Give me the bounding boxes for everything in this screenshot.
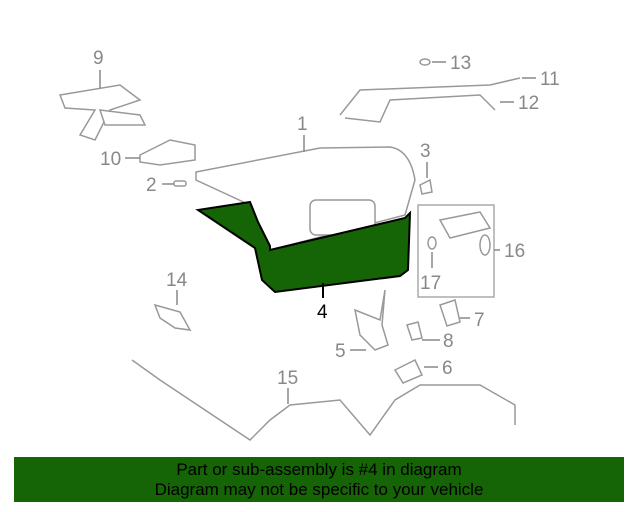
callout-7[interactable]: 7 bbox=[474, 310, 485, 331]
callout-5[interactable]: 5 bbox=[335, 341, 346, 362]
part-5-latch[interactable] bbox=[353, 289, 389, 351]
callout-13[interactable]: 13 bbox=[450, 53, 471, 74]
part-2[interactable] bbox=[173, 180, 187, 187]
callout-2[interactable]: 2 bbox=[146, 175, 157, 196]
callout-8[interactable]: 8 bbox=[443, 331, 454, 352]
part-3[interactable] bbox=[419, 178, 433, 195]
part-7[interactable] bbox=[439, 299, 461, 327]
callout-14[interactable]: 14 bbox=[166, 270, 188, 291]
callout-11[interactable]: 11 bbox=[540, 69, 560, 90]
callout-4[interactable]: 4 bbox=[317, 302, 328, 323]
part-9-hinge[interactable] bbox=[58, 84, 147, 141]
callout-12[interactable]: 12 bbox=[518, 93, 539, 114]
part-17[interactable] bbox=[427, 236, 437, 250]
callout-15[interactable]: 15 bbox=[277, 368, 298, 389]
part-info-banner: Part or sub-assembly is #4 in diagram Di… bbox=[14, 457, 624, 502]
callout-10[interactable]: 10 bbox=[100, 149, 121, 170]
part-10[interactable] bbox=[139, 139, 196, 166]
callout-1[interactable]: 1 bbox=[297, 114, 308, 135]
part-16-lock-cylinder-box[interactable] bbox=[417, 204, 495, 298]
banner-line-2: Diagram may not be specific to your vehi… bbox=[154, 480, 484, 499]
callout-17[interactable]: 17 bbox=[420, 273, 441, 294]
part-4-weatherstrip[interactable] bbox=[195, 200, 412, 294]
parts-diagram: 9 10 2 1 4 3 13 11 12 16 17 7 8 5 6 14 bbox=[58, 48, 560, 441]
banner-line-1: Part or sub-assembly is #4 in diagram bbox=[176, 460, 462, 479]
part-14[interactable] bbox=[153, 303, 192, 331]
part-13[interactable] bbox=[419, 58, 431, 66]
part-15-release-cable[interactable] bbox=[131, 359, 516, 441]
callout-3[interactable]: 3 bbox=[420, 141, 431, 162]
part-11-rod[interactable] bbox=[339, 77, 521, 116]
part-12-rod[interactable] bbox=[344, 94, 496, 123]
callout-9[interactable]: 9 bbox=[93, 48, 104, 69]
callout-6[interactable]: 6 bbox=[442, 358, 453, 379]
part-6[interactable] bbox=[393, 358, 424, 384]
part-8[interactable] bbox=[406, 321, 423, 341]
callout-16[interactable]: 16 bbox=[504, 241, 525, 262]
